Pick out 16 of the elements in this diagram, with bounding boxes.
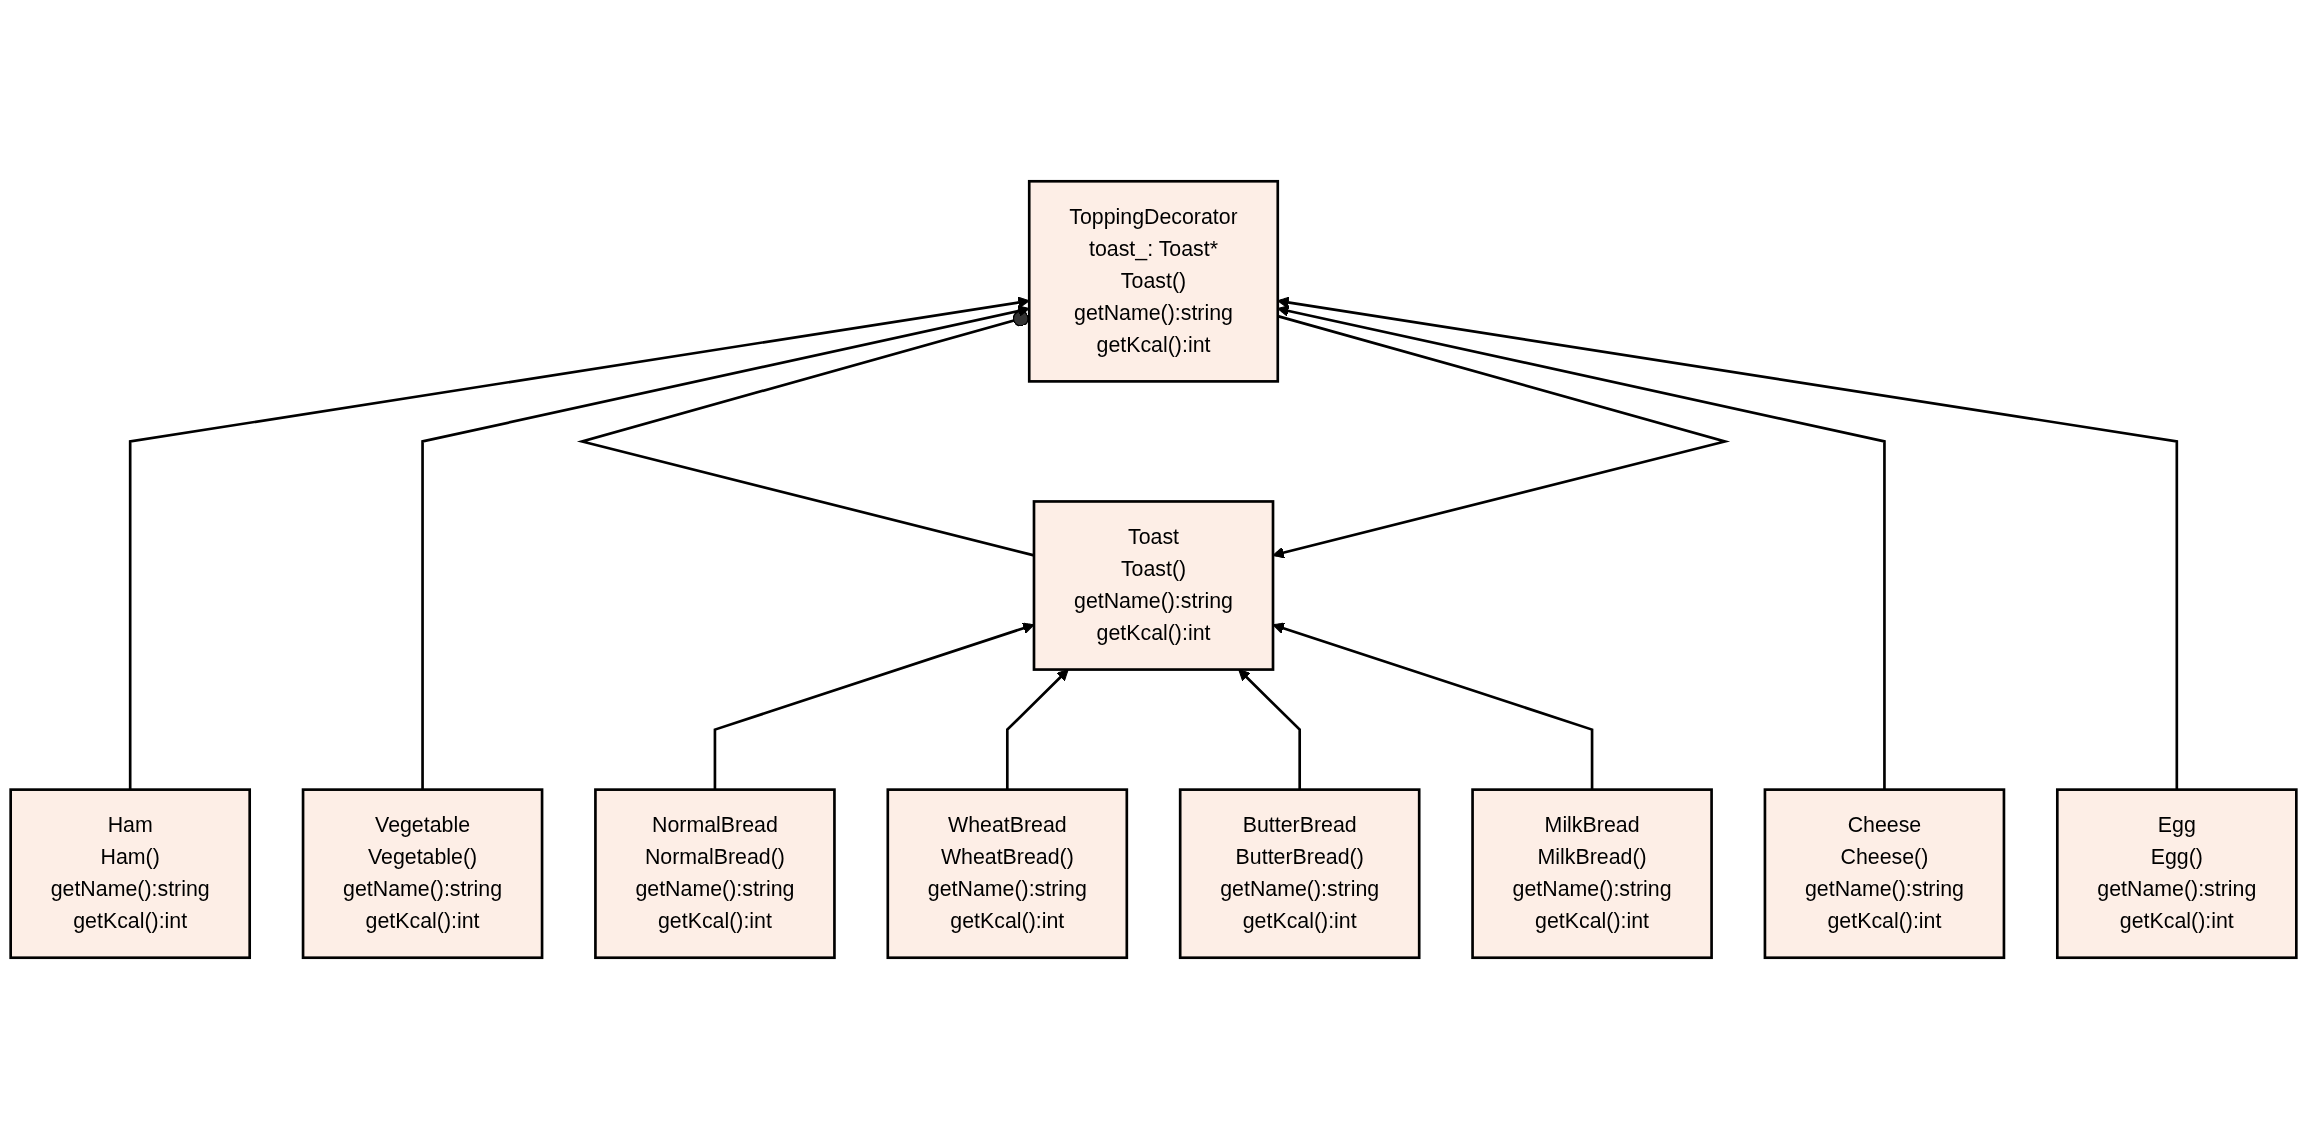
arrow [421, 305, 1030, 790]
node-box: Egg Egg() getName():string getKcal():int [2055, 788, 2298, 960]
node-box: Toast Toast() getName():string getKcal():int [1032, 500, 1275, 671]
arrow [1277, 305, 1886, 790]
node-box: Ham Ham() getName():string getKcal():int [9, 788, 252, 960]
node-box: Cheese Cheese() getName():string getKcal():int [1763, 788, 2006, 960]
node-box: WheatBread WheatBread() getName():string getKcal():int [886, 788, 1129, 960]
node-box: NormalBread NormalBread() getName():string getKcal():int [594, 788, 836, 960]
node-box: ButterBread ButterBread() getName():string getKcal():int [1178, 788, 1421, 960]
node-box: Vegetable Vegetable() getName():string getKcal():int [301, 788, 544, 960]
node-box: ToppingDecorator toast_: Toast* Toast() getName():string getKcal():int [1027, 179, 1280, 383]
arrow [1238, 669, 1302, 790]
arrow [1277, 296, 2179, 790]
arrow [128, 296, 1030, 790]
node-box: MilkBread MilkBread() getName():string getKcal():int [1471, 788, 1713, 960]
arrow [1005, 669, 1069, 790]
